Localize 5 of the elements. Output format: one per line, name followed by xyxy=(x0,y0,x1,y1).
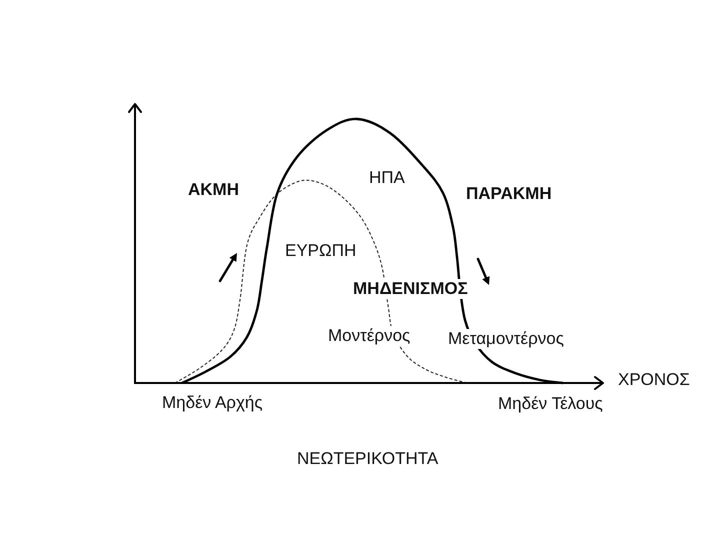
axis-end-label: Μηδέν Αρχής xyxy=(162,393,263,413)
era-label: Μεταμοντέρνος xyxy=(448,329,564,349)
axis-end-label: Μηδέν Τέλους xyxy=(498,394,603,414)
era-label: Μοντέρνος xyxy=(328,326,410,346)
phase-label: ΜΗΔΕΝΙΣΜΟΣ xyxy=(353,279,468,299)
